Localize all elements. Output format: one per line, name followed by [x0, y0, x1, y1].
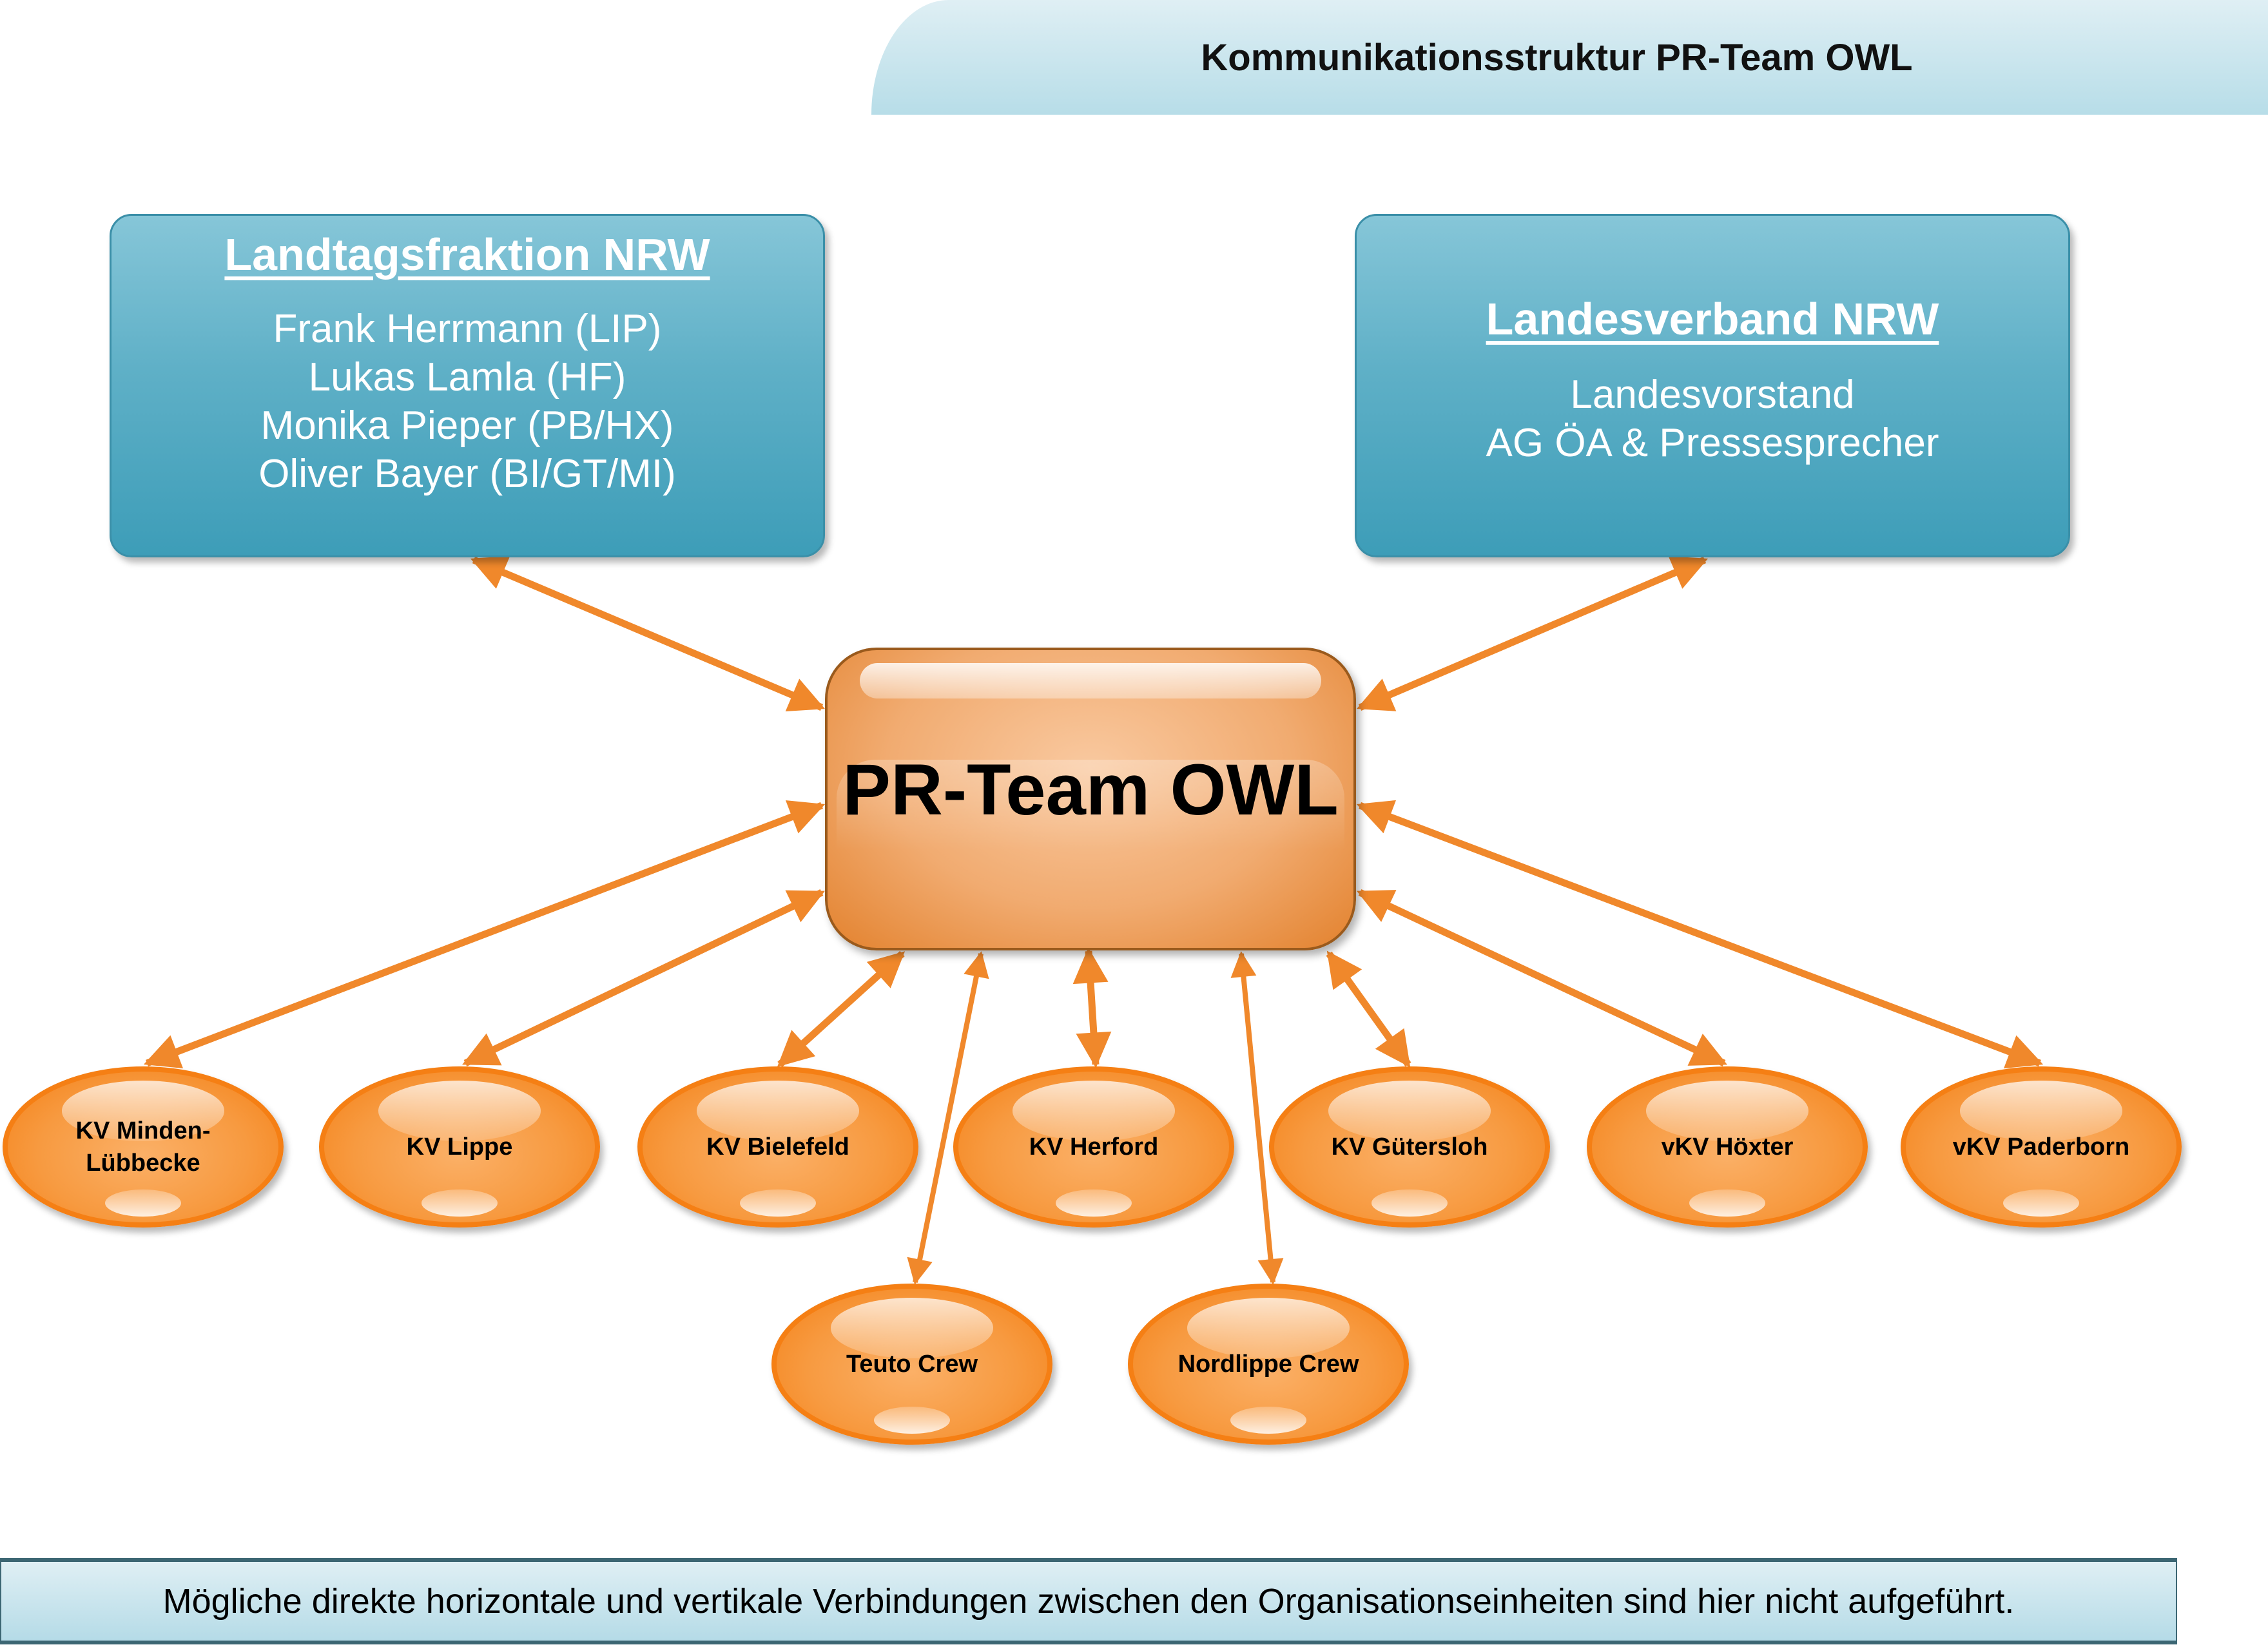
member-line: Lukas Lamla (HF): [308, 355, 626, 400]
pr-team-owl-label: PR-Team OWL: [842, 749, 1339, 830]
gloss-highlight: [740, 1189, 816, 1217]
unit-label: KV Herford: [1029, 1133, 1159, 1161]
landtagsfraktion-title: Landtagsfraktion NRW: [224, 229, 710, 280]
unit-node: KV Minden- Lübbecke: [3, 1066, 284, 1228]
gloss-highlight: [62, 1081, 224, 1141]
landesverband-title: Landesverband NRW: [1486, 294, 1939, 344]
unit-node: KV Bielefeld: [637, 1066, 918, 1228]
unit-label: KV Lippe: [406, 1133, 513, 1161]
unit-label: vKV Höxter: [1661, 1133, 1794, 1161]
gloss-highlight: [1013, 1081, 1175, 1141]
crew-label: Nordlippe Crew: [1178, 1351, 1359, 1378]
gloss-band: [837, 760, 1344, 850]
gloss-highlight: [1689, 1189, 1765, 1217]
landesverband-line: AG ÖA & Pressesprecher: [1486, 421, 1939, 465]
gloss-highlight: [1056, 1189, 1132, 1217]
gloss-highlight: [1646, 1081, 1808, 1141]
gloss-highlight: [1328, 1081, 1491, 1141]
unit-node: vKV Paderborn: [1901, 1066, 2182, 1228]
member-line: Frank Herrmann (LIP): [273, 307, 662, 351]
arrow-pr-lippe: [462, 889, 825, 1066]
landesverband-line: Landesvorstand: [1570, 372, 1855, 417]
gloss-highlight: [860, 663, 1321, 698]
page-title: Kommunikationsstruktur PR-Team OWL: [1201, 36, 1913, 79]
arrow-pr-minden: [143, 800, 826, 1069]
gloss-highlight: [831, 1298, 993, 1358]
gloss-highlight: [378, 1081, 541, 1141]
arrow-pr-guetersloh: [1326, 950, 1411, 1068]
arrow-pr-teuto: [907, 951, 989, 1285]
arrow-landtag-pr: [470, 556, 826, 711]
unit-node: vKV Höxter: [1587, 1066, 1868, 1228]
arrow-pr-herford: [1072, 947, 1112, 1068]
gloss-highlight: [1960, 1081, 2122, 1141]
unit-label: KV Minden- Lübbecke: [75, 1117, 211, 1177]
arrow-pr-nordlippe: [1230, 951, 1284, 1285]
arrow-pr-paderborn: [1356, 800, 2044, 1069]
crew-node: Teuto Crew: [771, 1284, 1052, 1445]
crew-label: Teuto Crew: [846, 1351, 978, 1378]
unit-label: KV Gütersloh: [1331, 1133, 1488, 1161]
gloss-highlight: [1187, 1298, 1350, 1358]
footer-note: Mögliche direkte horizontale und vertika…: [0, 1558, 2177, 1644]
member-line: Oliver Bayer (BI/GT/MI): [258, 452, 676, 496]
unit-label: KV Bielefeld: [706, 1133, 849, 1161]
gloss-highlight: [1371, 1189, 1448, 1217]
unit-node: KV Lippe: [319, 1066, 600, 1228]
gloss-highlight: [874, 1406, 950, 1434]
arrow-landesverband-pr: [1356, 556, 1709, 711]
gloss-highlight: [697, 1081, 859, 1141]
gloss-highlight: [2003, 1189, 2079, 1217]
gloss-highlight: [1230, 1406, 1306, 1434]
unit-node: KV Gütersloh: [1269, 1066, 1550, 1228]
unit-label: vKV Paderborn: [1952, 1133, 2130, 1161]
crew-node: Nordlippe Crew: [1128, 1284, 1409, 1445]
gloss-highlight: [105, 1189, 181, 1217]
header-tab: [871, 0, 2268, 115]
landtagsfraktion-box: Landtagsfraktion NRW Frank Herrmann (LIP…: [110, 214, 825, 557]
unit-node: KV Herford: [953, 1066, 1234, 1228]
pr-team-owl-box: PR-Team OWL: [825, 648, 1356, 950]
arrow-pr-hoexter: [1357, 889, 1727, 1066]
member-line: Monika Pieper (PB/HX): [260, 403, 674, 448]
arrow-pr-bielefeld: [777, 950, 906, 1068]
gloss-highlight: [422, 1189, 498, 1217]
landesverband-box: Landesverband NRW Landesvorstand AG ÖA &…: [1355, 214, 2070, 557]
